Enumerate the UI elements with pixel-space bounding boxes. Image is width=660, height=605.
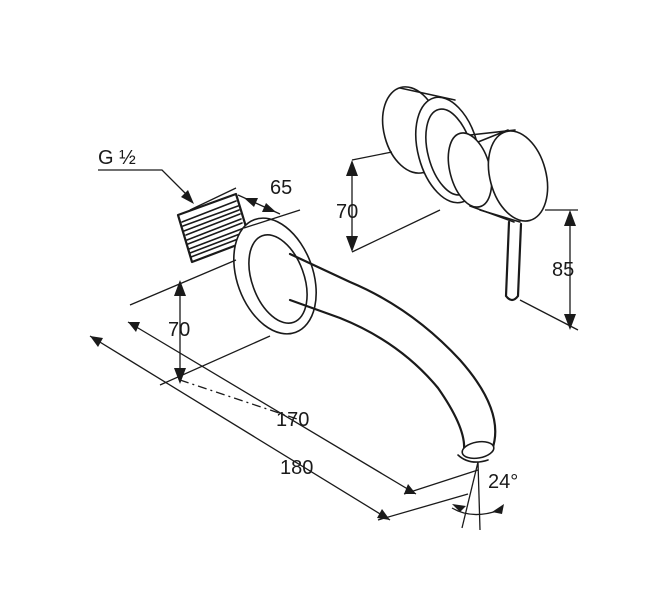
thread-label: G ½	[98, 147, 136, 169]
dim-170-label: 170	[276, 409, 309, 431]
dim-180-label: 180	[280, 457, 313, 479]
mixer-body	[381, 86, 549, 302]
dim-70-body-label: 70	[336, 201, 358, 223]
dim-85-label: 85	[552, 259, 574, 281]
dim-65-label: 65	[270, 177, 292, 199]
dimension-lines	[89, 151, 579, 531]
spout	[176, 192, 497, 463]
angle-24-label: 24°	[488, 471, 518, 493]
dim-70-spout-label: 70	[168, 319, 190, 341]
